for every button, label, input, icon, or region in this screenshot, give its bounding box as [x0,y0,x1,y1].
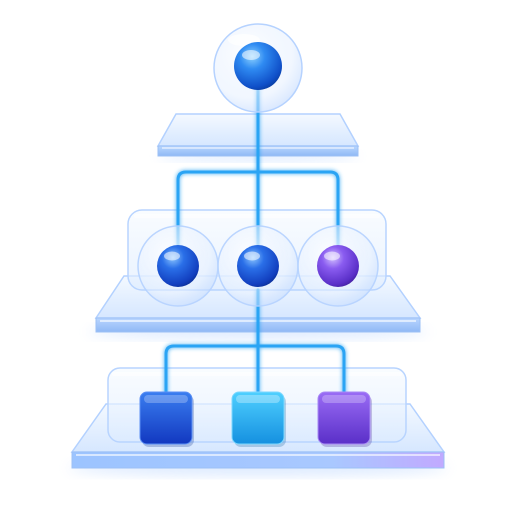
connector-root-to-child-1 [176,170,260,264]
node-child-1-sphere [157,245,199,287]
node-leaf-2-square [231,391,285,445]
node-child-2-sphere [237,245,279,287]
node-child-3-sphere [317,245,359,287]
node-leaf-2 [231,391,286,447]
node-child-1 [137,225,219,307]
node-leaf-3-square [317,391,371,445]
connector-to-leaf-1 [164,344,260,396]
node-leaf-1-square [139,391,193,445]
node-leaf-1 [139,391,194,447]
connector-to-leaf-3 [256,344,346,396]
node-root [213,23,303,113]
node-child-2 [217,225,299,307]
node-leaf-3 [317,391,372,447]
node-child-3 [297,225,379,307]
connector-root-to-child-3 [256,170,340,264]
node-root-sphere [234,42,282,90]
